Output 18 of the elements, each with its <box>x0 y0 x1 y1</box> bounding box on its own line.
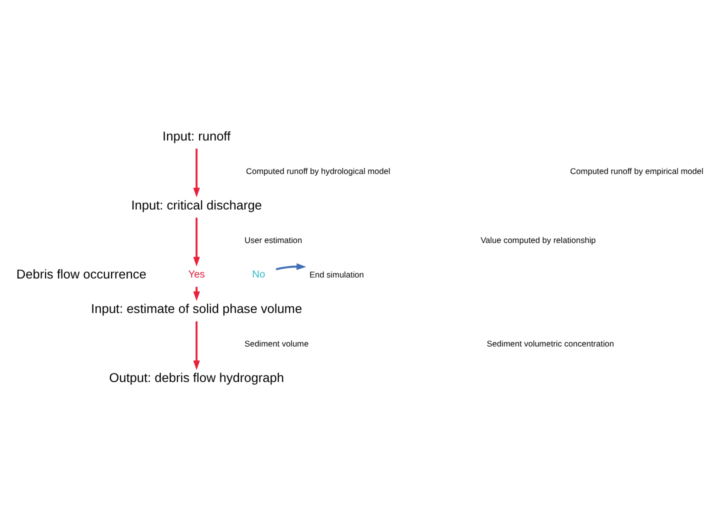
node-text: Output: debris flow hydrograph <box>109 370 284 385</box>
label: Computed runoff by hydrological model <box>246 165 390 176</box>
label: Sediment volume <box>244 338 309 348</box>
node-text: Input: estimate of solid phase volume <box>91 300 302 316</box>
label: Computed runoff by empirical model <box>570 165 704 176</box>
arrow <box>193 217 200 266</box>
arrow <box>276 262 306 270</box>
node-text: Input: critical discharge <box>131 196 262 212</box>
label: Value computed by relationship <box>480 234 596 244</box>
node-text: Debris flow occurrence <box>16 266 146 281</box>
label: User estimation <box>244 234 302 244</box>
arrow <box>193 148 200 197</box>
arrow <box>193 320 200 370</box>
node-text: End simulation <box>309 268 364 279</box>
label: Sediment volumetric concentration <box>486 338 614 348</box>
node-text: Yes <box>188 269 205 280</box>
node-text: No <box>252 269 266 280</box>
node-text: Input: runoff <box>162 128 231 143</box>
